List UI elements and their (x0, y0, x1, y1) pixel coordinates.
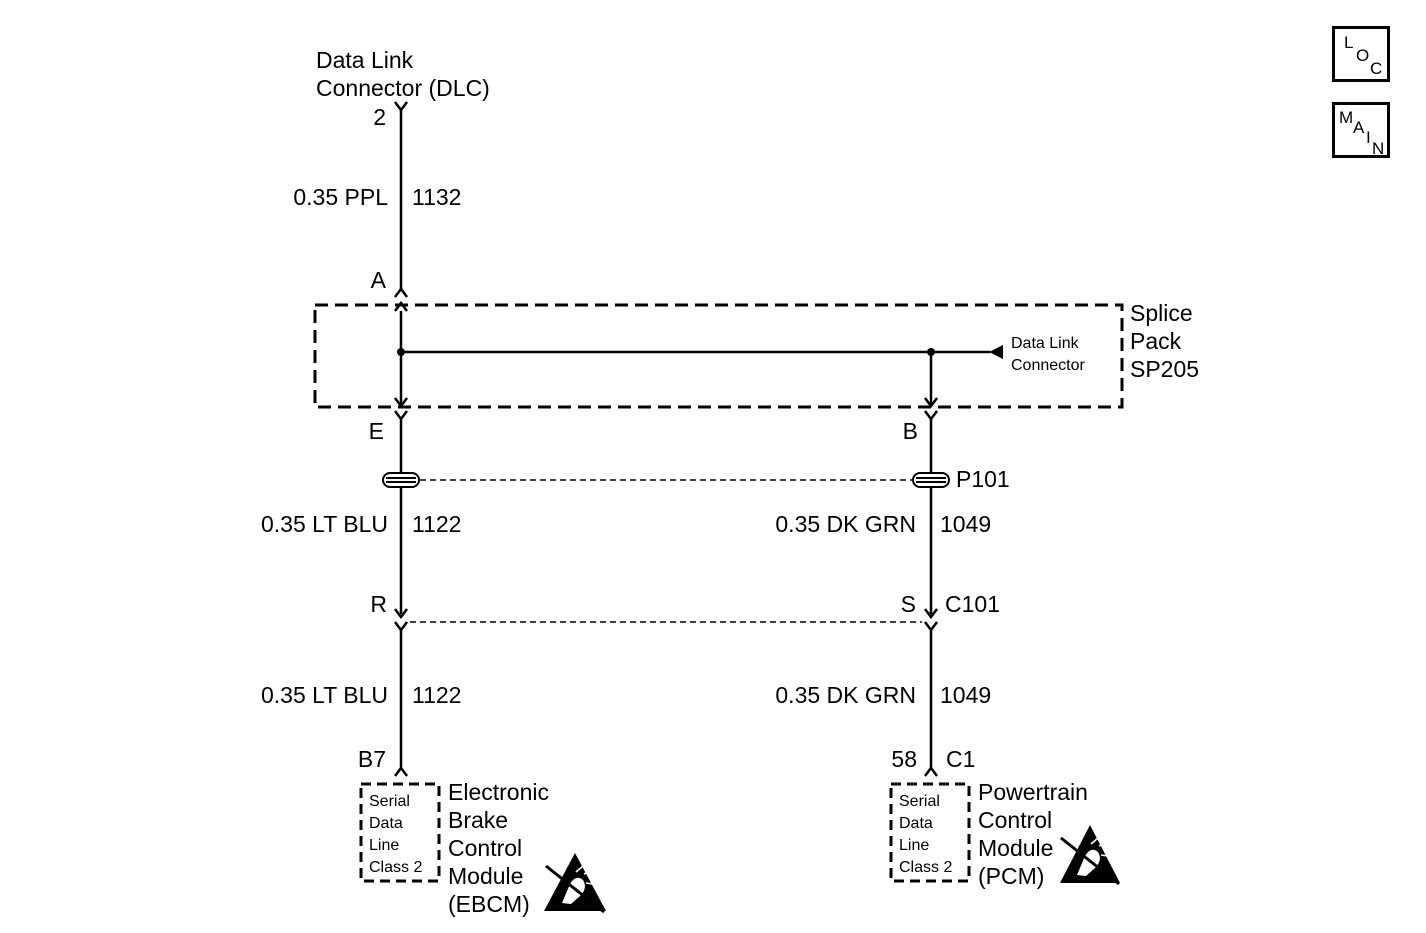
dlc-reference-arrow (989, 345, 1003, 359)
main-char-3: I (1366, 128, 1371, 147)
wire-1049-lower-circuit: 1049 (940, 682, 991, 708)
splice-pin-b-terminal-bottom (924, 410, 938, 422)
ebcm-pin-b7-terminal (394, 765, 408, 777)
ebcm-serial-line4: Class 2 (369, 859, 422, 876)
wire-1122-upper-circuit: 1122 (412, 511, 461, 537)
pcm-connector-label: C1 (946, 746, 975, 772)
dlc-pin-label: 2 (373, 104, 386, 130)
main-char-2: A (1353, 118, 1365, 137)
splice-pin-a-label: A (371, 267, 387, 293)
c101-pin-r-terminal-bottom (394, 621, 408, 633)
main-char-4: N (1372, 139, 1385, 158)
p101-connector-left (382, 472, 420, 488)
splice-pin-a-terminal-bottom (394, 300, 408, 312)
pcm-esd-warning-icon (1060, 825, 1120, 886)
ebcm-name-line1: Electronic (448, 779, 549, 805)
pcm-pin-label: 58 (891, 746, 917, 772)
wire-1132-gauge: 0.35 PPL (293, 184, 388, 210)
loc-char-2: O (1356, 46, 1370, 65)
splice-pin-e-terminal-bottom (394, 410, 408, 422)
pcm-name-line2: Control (978, 807, 1052, 833)
wire-1122-lower-gauge: 0.35 LT BLU (261, 682, 388, 708)
ebcm-pin-label: B7 (358, 746, 386, 772)
ebcm-serial-box (359, 782, 441, 883)
splice-junction-left (397, 348, 405, 356)
pcm-name-line4: (PCM) (978, 863, 1044, 889)
splice-name-line1: Splice (1130, 300, 1193, 326)
ebcm-name-line2: Brake (448, 807, 508, 833)
wire-1049-upper-gauge: 0.35 DK GRN (775, 511, 916, 537)
dlc-reference-line1: Data Link (1011, 335, 1080, 352)
splice-pin-a-terminal-top (394, 286, 408, 298)
splice-name-line3: SP205 (1130, 356, 1199, 382)
splice-pin-b-label: B (903, 418, 918, 444)
p101-connector-right (912, 472, 950, 488)
splice-name-line2: Pack (1130, 328, 1182, 354)
c101-pin-s-terminal-bottom (924, 621, 938, 633)
pcm-name-line3: Module (978, 835, 1053, 861)
dlc-name-line2: Connector (DLC) (316, 75, 490, 101)
main-char-1: M (1339, 108, 1354, 127)
wire-1122-upper-gauge: 0.35 LT BLU (261, 511, 388, 537)
pcm-serial-line1: Serial (899, 793, 940, 810)
pcm-serial-line4: Class 2 (899, 859, 952, 876)
ebcm-serial-line2: Data (369, 815, 403, 832)
wire-1132-circuit: 1132 (412, 184, 461, 210)
dlc-name-line1: Data Link (316, 47, 414, 73)
p101-label: P101 (956, 466, 1010, 492)
c101-pin-r-label: R (370, 591, 387, 617)
splice-pin-e-label: E (369, 418, 384, 444)
dlc-pin2-terminal (394, 101, 408, 113)
dlc-reference-line2: Connector (1011, 357, 1085, 374)
pcm-serial-line2: Data (899, 815, 933, 832)
c101-pin-s-terminal-top (924, 608, 938, 620)
c101-label: C101 (945, 591, 1000, 617)
ebcm-esd-warning-icon (544, 853, 606, 914)
pcm-name-line1: Powertrain (978, 779, 1088, 805)
c101-pin-r-terminal-top (394, 608, 408, 620)
loc-char-3: C (1370, 59, 1383, 78)
main-button[interactable]: M A I N (1332, 102, 1390, 158)
pcm-serial-line3: Line (899, 837, 929, 854)
splice-junction-right (927, 348, 935, 356)
wire-1122-lower-circuit: 1122 (412, 682, 461, 708)
wire-1049-lower-gauge: 0.35 DK GRN (775, 682, 916, 708)
loc-button[interactable]: L O C (1332, 26, 1390, 82)
ebcm-serial-line1: Serial (369, 793, 410, 810)
wire-1049-upper-circuit: 1049 (940, 511, 991, 537)
splice-pack-outline (313, 303, 1124, 409)
ebcm-serial-line3: Line (369, 837, 399, 854)
pcm-pin-58-terminal (924, 765, 938, 777)
c101-pin-s-label: S (901, 591, 916, 617)
pcm-serial-box (889, 782, 971, 883)
loc-char-1: L (1344, 33, 1354, 52)
ebcm-name-line4: Module (448, 863, 523, 889)
ebcm-name-line5: (EBCM) (448, 891, 530, 917)
ebcm-name-line3: Control (448, 835, 522, 861)
